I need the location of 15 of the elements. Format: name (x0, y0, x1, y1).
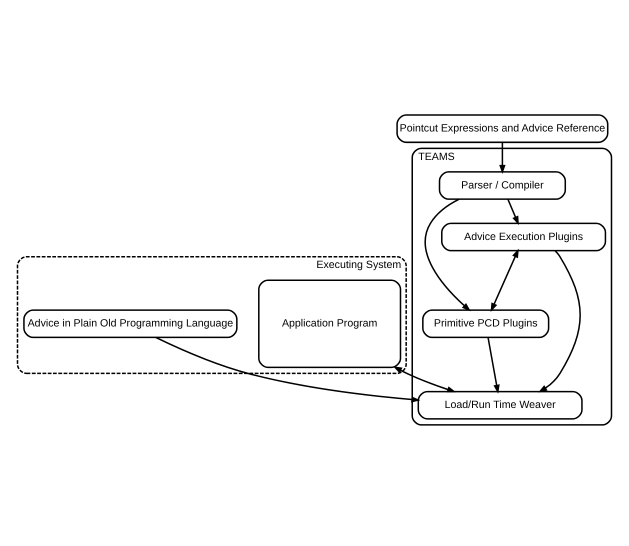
node-box: Parser / Compiler (438, 171, 566, 200)
node-box: Advice Execution Plugins (441, 222, 606, 252)
arrow (393, 366, 456, 392)
arrow (487, 338, 500, 394)
arrow (507, 199, 519, 226)
node-box: Application Program (258, 279, 402, 368)
arrow (490, 248, 519, 312)
arrow (538, 250, 581, 393)
arrow (499, 142, 506, 174)
node-box: Primitive PCD Plugins (422, 309, 550, 338)
arrow (424, 198, 471, 312)
node-box: Advice in Plain Old Programming Language (23, 309, 238, 338)
arrow (155, 336, 420, 403)
node-box: Load/Run Time Weaver (418, 390, 583, 420)
node-box: Pointcut Expressions and Advice Reference (396, 114, 608, 144)
